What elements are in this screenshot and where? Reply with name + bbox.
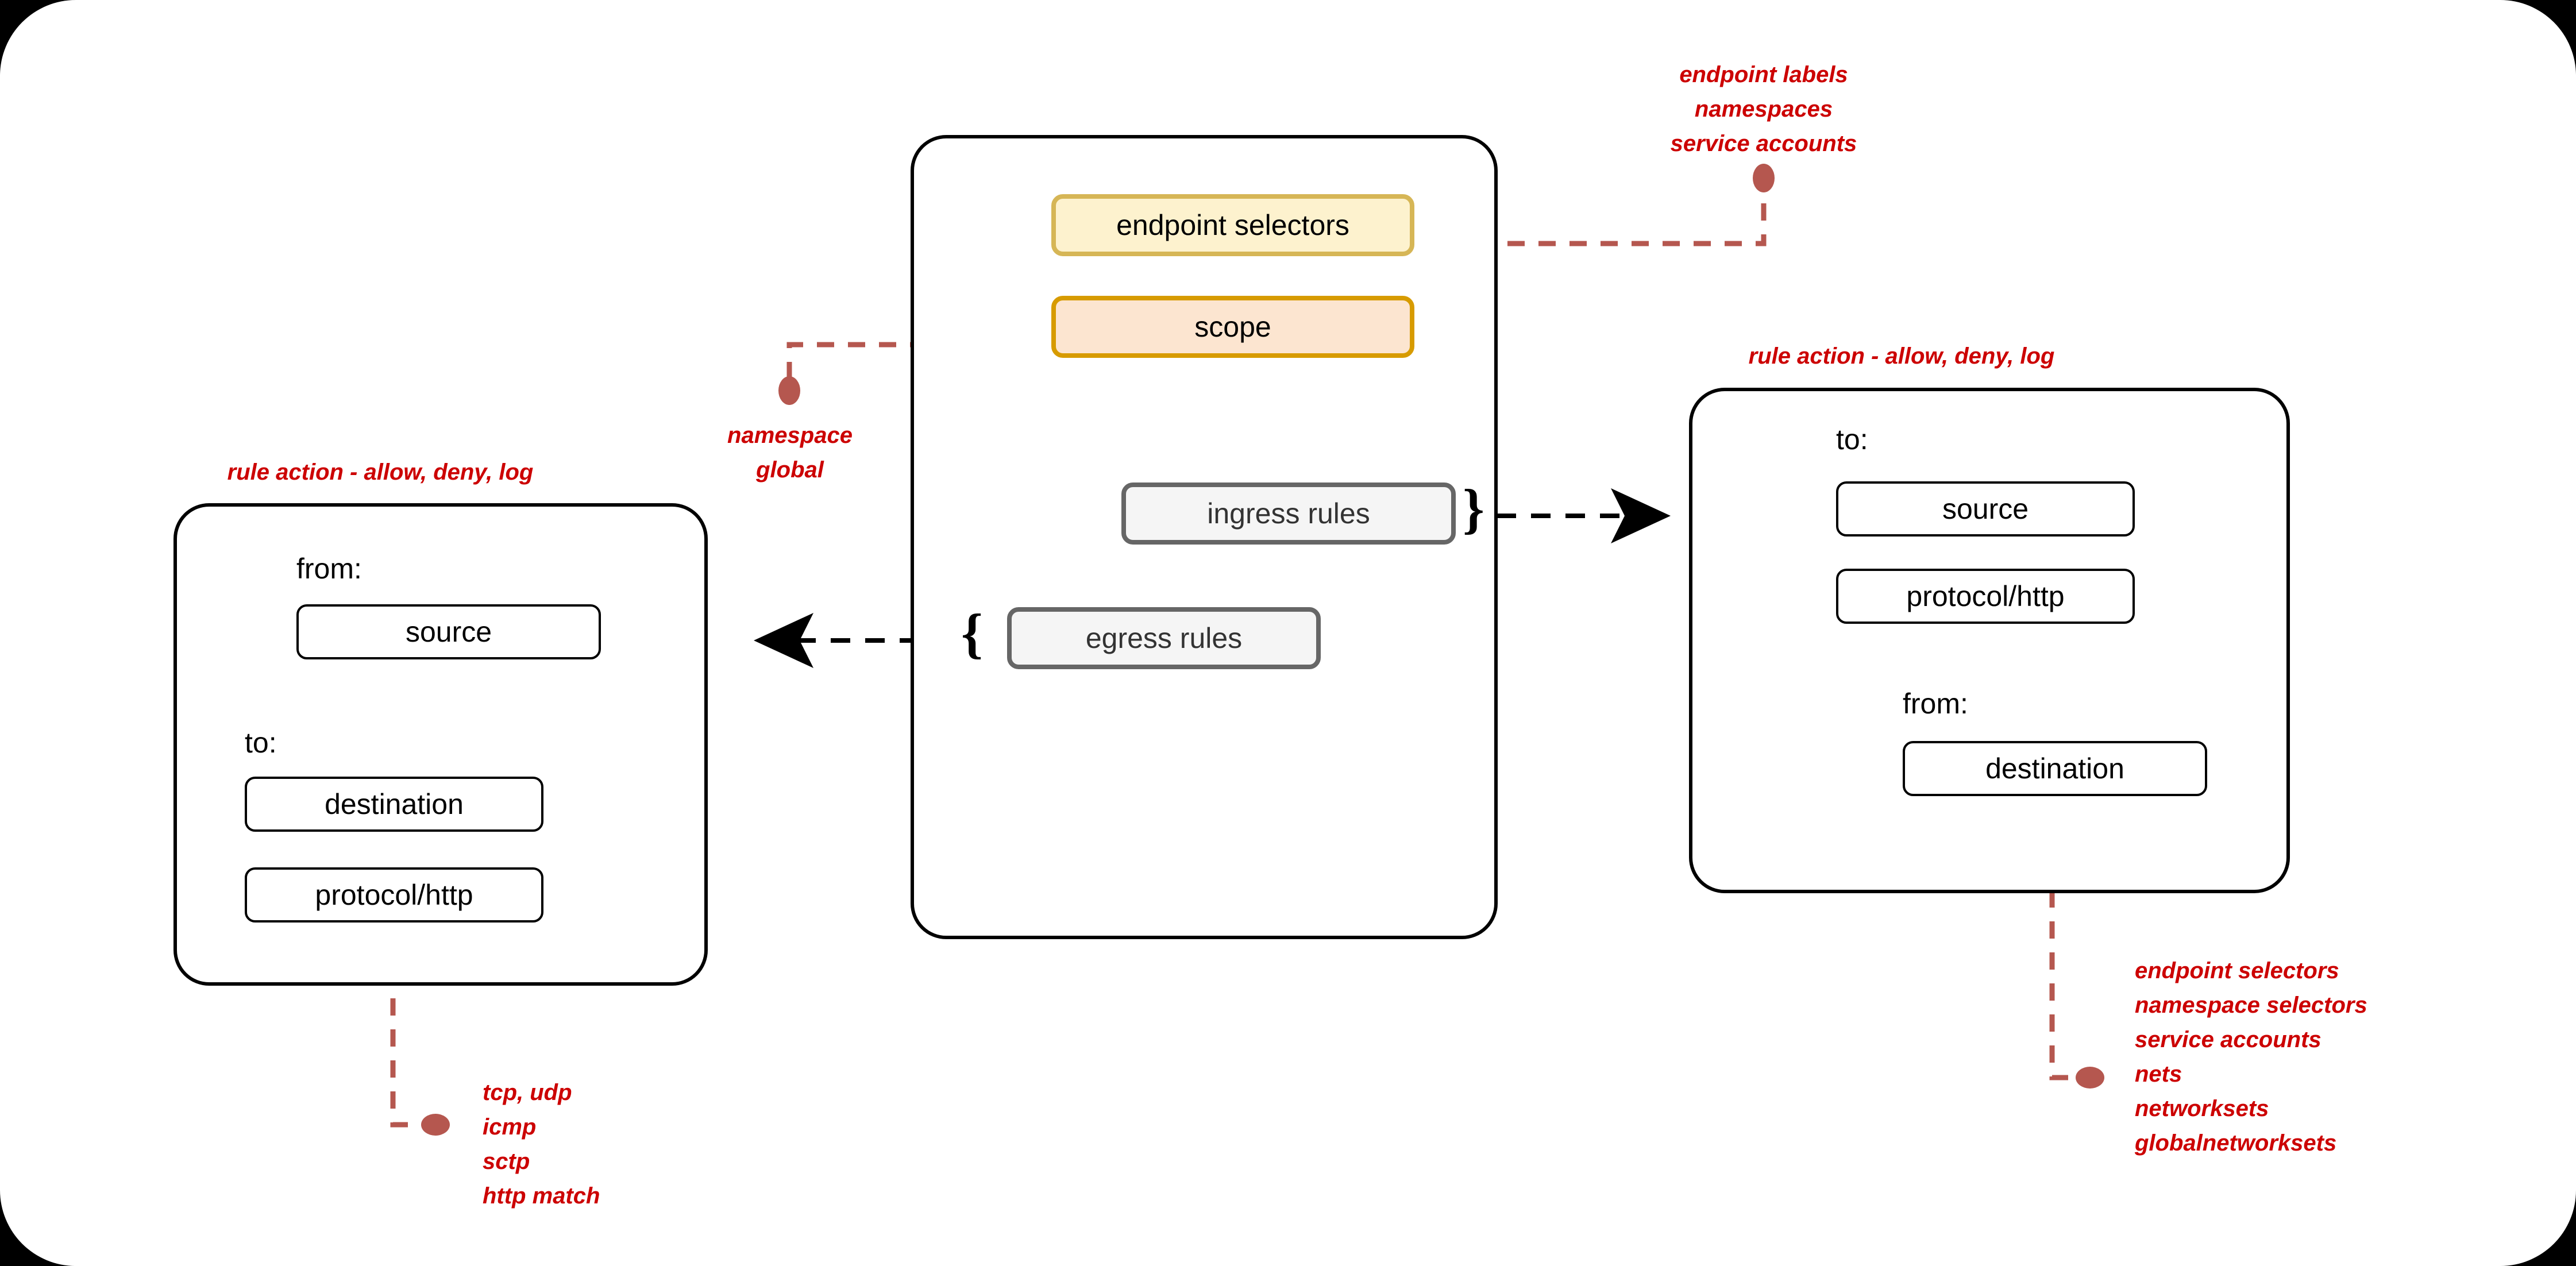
egress-brace-icon: { — [961, 603, 983, 664]
endpoint-selectors-annotation-line-3: service accounts — [1670, 131, 1857, 156]
egress-to-label: to: — [245, 727, 277, 759]
ingress-from-destination-node[interactable]: destination — [1903, 741, 2207, 796]
endpoint-selectors-annotation-line-1: endpoint labels — [1679, 62, 1848, 87]
scope-annotation-line-1: namespace — [727, 423, 853, 448]
ingress-from-label: from: — [1903, 688, 1968, 720]
destination-annotation-line-5: networksets — [2135, 1096, 2269, 1121]
egress-rule-action-text: rule action - allow, deny, log — [227, 460, 534, 485]
destination-annotation-line-1: endpoint selectors — [2135, 958, 2339, 983]
egress-from-label: from: — [296, 553, 362, 585]
destination-annotation: endpoint selectors namespace selectors s… — [2135, 954, 2571, 1160]
endpoint-selectors-annotation-line-2: namespaces — [1694, 97, 1833, 122]
destination-annotation-line-4: nets — [2135, 1062, 2182, 1087]
endpoint-selectors-annotation: endpoint labels namespaces service accou… — [1586, 57, 1942, 161]
destination-annotation-line-2: namespace selectors — [2135, 993, 2367, 1018]
egress-rules-node[interactable]: egress rules — [1007, 607, 1321, 669]
destination-annotation-line-3: service accounts — [2135, 1027, 2322, 1052]
egress-to-destination-node[interactable]: destination — [245, 777, 543, 832]
protocol-annotation: tcp, udp icmp sctp http match — [483, 1075, 850, 1213]
ingress-rule-action-annotation: rule action - allow, deny, log — [1689, 339, 2114, 373]
ingress-to-label: to: — [1836, 423, 1868, 456]
protocol-annotation-line-3: sctp — [483, 1149, 530, 1174]
ingress-rule-container — [1689, 388, 2290, 893]
ingress-rules-node[interactable]: ingress rules — [1121, 483, 1456, 545]
scope-annotation: namespace global — [649, 418, 931, 487]
egress-from-source-node[interactable]: source — [296, 604, 601, 659]
scope-node[interactable]: scope — [1051, 296, 1414, 358]
ingress-rule-action-text: rule action - allow, deny, log — [1748, 343, 2055, 369]
destination-annotation-line-6: globalnetworksets — [2135, 1130, 2337, 1156]
protocol-annotation-line-1: tcp, udp — [483, 1080, 572, 1105]
egress-to-protocol-node[interactable]: protocol/http — [245, 867, 543, 923]
protocol-annotation-line-4: http match — [483, 1183, 600, 1209]
protocol-annotation-line-2: icmp — [483, 1114, 537, 1140]
ingress-to-source-node[interactable]: source — [1836, 481, 2135, 536]
ingress-brace-icon: } — [1463, 478, 1484, 539]
scope-annotation-line-2: global — [756, 457, 824, 483]
egress-rule-action-annotation: rule action - allow, deny, log — [196, 455, 564, 489]
ingress-to-protocol-node[interactable]: protocol/http — [1836, 569, 2135, 624]
endpoint-selectors-node[interactable]: endpoint selectors — [1051, 194, 1414, 256]
